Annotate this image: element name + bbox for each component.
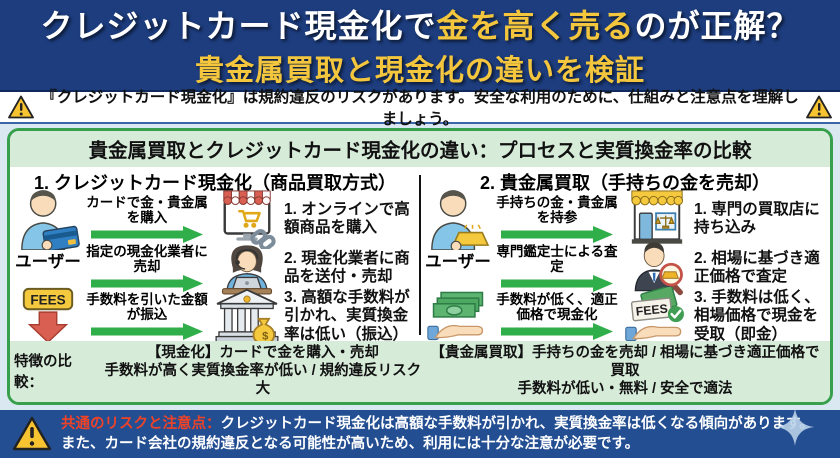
comparison-box-title: 貴金属買取とクレジットカード現金化の違い：プロセスと実質換金率の比較: [10, 131, 830, 167]
summary-bar: 特徴の比較： 【現金化】カードで金を購入・売却 手数料が高く実質換金率が低い /…: [10, 340, 830, 402]
svg-text:FEES: FEES: [635, 302, 668, 319]
page-title-line2: 貴金属買取と現金化の違いを検証: [194, 55, 645, 87]
user-label-cell: ユーザー: [12, 244, 84, 272]
arrow-label: 手数料を引いた金額が振込: [86, 292, 208, 323]
green-arrow-icon: [501, 323, 613, 341]
user-label: ユーザー: [15, 252, 81, 271]
footer-text: 共通のリスクと注意点：クレジットカード現金化は高額な手数料が引かれ、実質換金率は…: [61, 414, 814, 455]
column-gold-heading: 2. 貴金属買取（手持ちの金を売却）: [479, 173, 770, 193]
svg-text:FEES: FEES: [30, 293, 65, 308]
step-result-text: 2. 現金化業者に商品を送付・売却: [284, 249, 410, 285]
process-step-arrow: カードで金・貴金属を購入: [84, 195, 210, 244]
arrow-label: カードで金・貴金属を購入: [86, 195, 208, 226]
svg-text:$: $: [262, 331, 269, 343]
green-arrow-icon: [501, 226, 613, 244]
user-credit-card-icon: [12, 188, 84, 251]
comparison-box: 貴金属買取とクレジットカード現金化の違い：プロセスと実質換金率の比較 1. クレ…: [7, 128, 833, 405]
summary-gold-line1: 【貴金属買取】手持ちの金を売却 / 相場に基づき適正価格で買取: [430, 344, 820, 379]
process-step-arrow: 手数料が低く、適正価格で現金化: [494, 292, 620, 341]
arrow-label: 手持ちの金・貴金属を持参: [496, 195, 618, 226]
flow-row: 手数料が低く、適正価格で現金化 FEES: [422, 287, 828, 343]
process-step-arrow: 指定の現金化業者に売却: [84, 244, 210, 292]
flow-row: カードで金・貴金属を購入: [12, 190, 418, 251]
summary-gold-line2: 手数料が低い・無料 / 安全で適法: [517, 380, 733, 397]
user-gold-bar-icon: [422, 188, 494, 251]
footer-risk-note: 共通のリスクと注意点：クレジットカード現金化は高額な手数料が引かれ、実質換金率は…: [0, 410, 840, 458]
warning-banner-text: 『クレジットカード現金化』は規約違反のリスクがあります。安全な利用のために、仕組…: [41, 89, 799, 128]
step-result-text: 1. 専門の買取店に持ち込み: [694, 200, 820, 237]
green-arrow-icon: [501, 274, 613, 292]
green-arrow-icon: [91, 226, 203, 244]
green-arrow-icon: [91, 274, 203, 292]
arrow-label: 指定の現金化業者に売却: [86, 243, 208, 274]
column-divider: [419, 175, 421, 335]
step-result-text: 3. 手数料は低く、相場価格で現金を受取（即金）: [694, 288, 820, 343]
column-cashing-heading: 1. クレジットカード現金化（商品買取方式）: [33, 173, 396, 193]
user-label-cell: ユーザー: [422, 244, 494, 272]
flow-row: 手持ちの金・貴金属を持参: [422, 190, 828, 251]
warning-triangle-icon: [806, 95, 832, 119]
sparkle-icon: [776, 408, 814, 446]
warning-triangle-icon: [12, 416, 52, 452]
user-label: ユーザー: [425, 252, 491, 271]
summary-cashing-lines: 【現金化】カードで金を購入・売却 手数料が高く実質換金率が低い / 規約違反リス…: [102, 344, 424, 398]
column-gold-buyback: 2. 貴金属買取（手持ちの金を売却）: [422, 167, 828, 343]
summary-gold-lines: 【貴金属買取】手持ちの金を売却 / 相場に基づき適正価格で買取 手数料が低い・無…: [424, 344, 826, 398]
summary-gold: 【貴金属買取】手持ちの金を売却 / 相場に基づき適正価格で買取 手数料が低い・無…: [424, 344, 826, 398]
flow-row: ユーザー 指定の現金化業者に売却: [12, 244, 418, 295]
footer-line1: 共通のリスクと注意点：クレジットカード現金化は高額な手数料が引かれ、実質換金率は…: [61, 414, 814, 434]
comparison-columns: 1. クレジットカード現金化（商品買取方式）: [10, 167, 830, 345]
summary-cashing: 特徴の比較： 【現金化】カードで金を購入・売却 手数料が高く実質換金率が低い /…: [14, 344, 424, 398]
step-result-text: 2. 相場に基づき適正価格で査定: [694, 249, 820, 285]
summary-label: 特徴の比較：: [14, 353, 72, 391]
process-step-arrow: 専門鑑定士による査定: [494, 244, 620, 292]
low-fees-check-icon: FEES: [620, 287, 694, 345]
flow-row: FEES 手数料を引いた金額が振込: [12, 288, 418, 345]
process-step-arrow: 手数料を引いた金額が振込: [84, 292, 210, 341]
step-result-text: 1. オンラインで高額商品を購入: [284, 200, 410, 237]
page-title-line1: クレジットカード現金化で金を高く売るのが正解？: [40, 1, 799, 47]
flow-row: ユーザー 専門鑑定士による査定: [422, 242, 828, 296]
content-area: 貴金属買取とクレジットカード現金化の違い：プロセスと実質換金率の比較 1. クレ…: [0, 124, 840, 410]
bank-transfer-icon: $: [210, 287, 284, 345]
footer-line2: また、カード会社の規約違反となる可能性が高いため、利用には十分な注意が必要です。: [61, 436, 640, 452]
buyback-shop-icon: [620, 189, 694, 249]
fees-deduction-icon: FEES: [12, 286, 84, 346]
summary-cashing-line1: 【現金化】カードで金を購入・売却: [146, 344, 379, 361]
warning-banner: 『クレジットカード現金化』は規約違反のリスクがあります。安全な利用のために、仕組…: [0, 89, 840, 128]
appraiser-icon: [620, 239, 694, 297]
arrow-label: 手数料が低く、適正価格で現金化: [496, 292, 618, 323]
cash-in-hand-icon: [422, 288, 494, 344]
column-cashing: 1. クレジットカード現金化（商品買取方式）: [12, 167, 418, 345]
header-banner: クレジットカード現金化で金を高く売るのが正解？ 貴金属買取と現金化の違いを検証: [0, 0, 840, 90]
footer-line1-text: クレジットカード現金化は高額な手数料が引かれ、実質換金率は低くなる傾向があります…: [220, 415, 814, 432]
arrow-label: 専門鑑定士による査定: [496, 243, 618, 274]
footer-risk-label: 共通のリスクと注意点：: [61, 415, 221, 432]
title-pre: クレジットカード現金化で: [40, 8, 437, 44]
process-step-arrow: 手持ちの金・貴金属を持参: [494, 195, 620, 244]
step-result-text: 3. 高額な手数料が引かれ、実質換金率は低い（振込）: [284, 288, 410, 343]
summary-cashing-line2: 手数料が高く実質換金率が低い / 規約違反リスク大: [104, 362, 422, 397]
online-shop-icon: [210, 189, 284, 250]
title-post: のが正解？: [634, 8, 800, 44]
warning-triangle-icon: [8, 95, 34, 119]
title-highlight: 金を高く売る: [436, 8, 635, 44]
green-arrow-icon: [91, 323, 203, 341]
